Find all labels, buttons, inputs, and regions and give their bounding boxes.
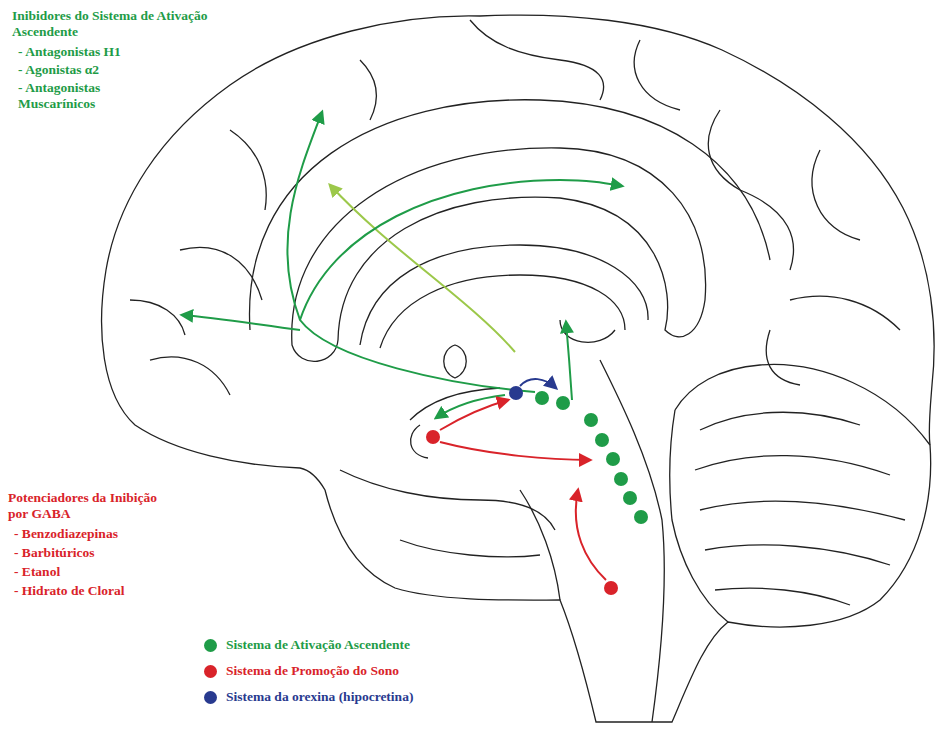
legend-swatch [204, 639, 217, 652]
legend-swatch [204, 691, 217, 704]
legend-text: Sistema de Ativação Ascendente [226, 637, 410, 653]
list-item: - Etanol [14, 564, 178, 580]
legend-swatch [204, 665, 217, 678]
list-item: - Hidrato de Cloral [14, 583, 178, 599]
legend-item: Sistema da orexina (hipocretina) [204, 689, 413, 705]
list-item: - Antagonistas Muscarínicos [18, 80, 158, 112]
group-heading: Inibidores do Sistema de Ativação Ascend… [12, 8, 212, 40]
nucleus-dots [426, 386, 648, 595]
list-item: - Benzodiazepinas [14, 526, 178, 542]
group-heading: Potenciadores da Inibição por GABA [8, 490, 178, 522]
list-item: - Antagonistas H1 [18, 44, 212, 60]
legend-text: Sistema da orexina (hipocretina) [226, 689, 413, 705]
label-group: Potenciadores da Inibição por GABA - Benz… [8, 490, 178, 602]
pathway-arrows [182, 112, 622, 580]
brain-outline [102, 15, 934, 722]
legend-item: Sistema de Ativação Ascendente [204, 637, 410, 653]
label-group: Inibidores do Sistema de Ativação Ascend… [12, 8, 212, 114]
list-item: - Agonistas α2 [18, 62, 212, 78]
legend-text: Sistema de Promoção do Sono [226, 663, 399, 679]
legend-item: Sistema de Promoção do Sono [204, 663, 399, 679]
list-item: - Barbitúricos [14, 545, 178, 561]
